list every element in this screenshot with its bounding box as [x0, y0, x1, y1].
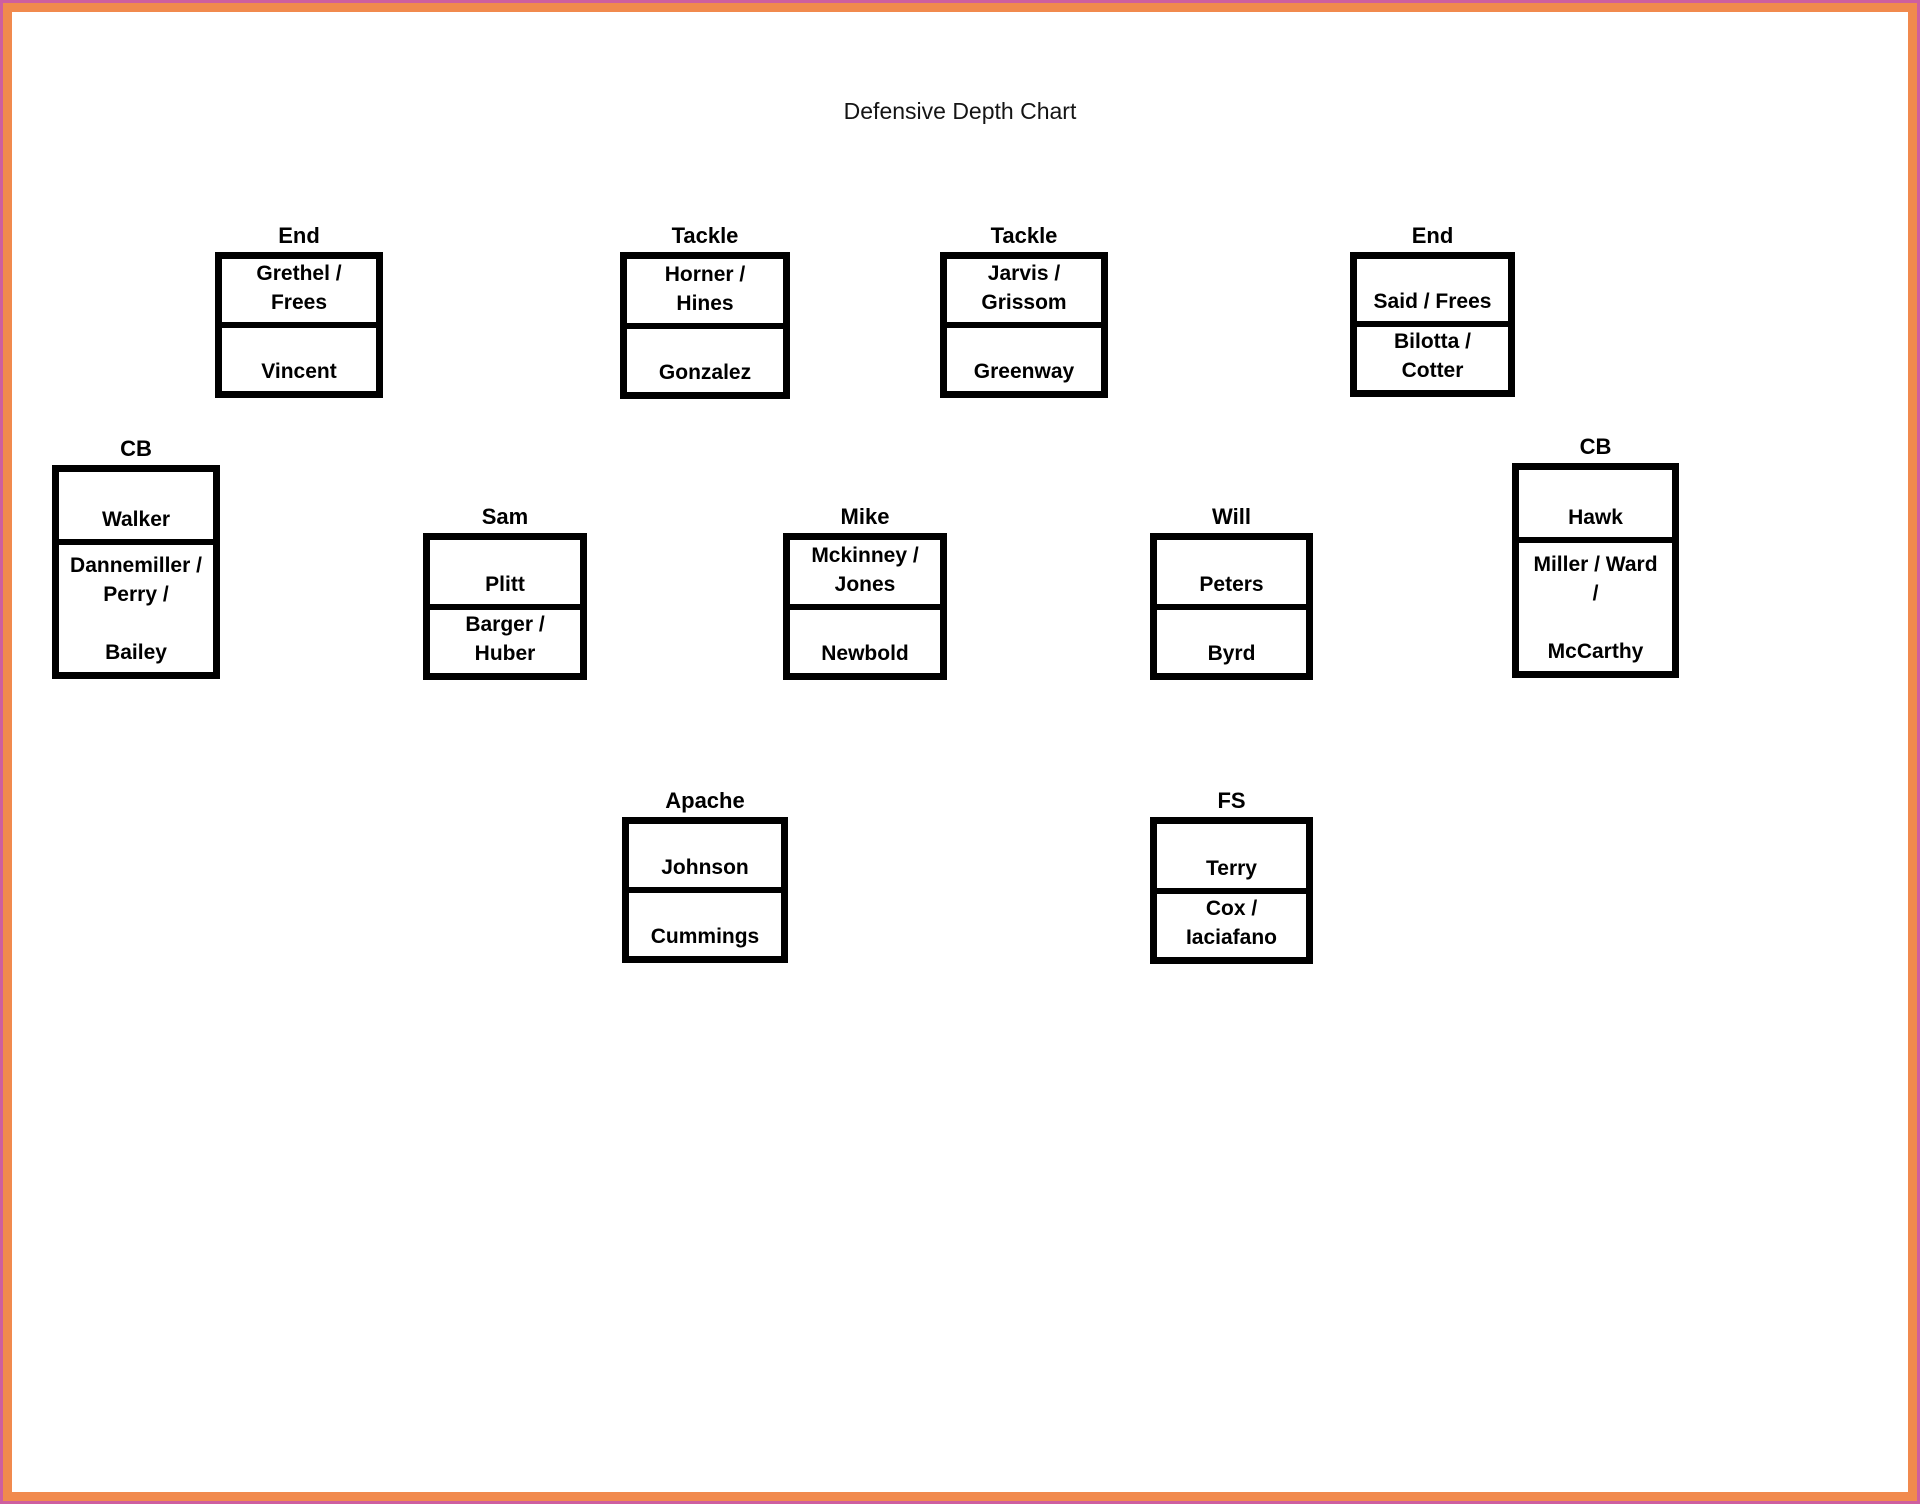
depth-box-apache: Apache Johnson Cummings — [622, 788, 788, 963]
player-name-line: Walker — [101, 508, 171, 531]
player-name-line: Barger / — [465, 613, 545, 636]
player-name-line: Said / Frees — [1373, 290, 1492, 313]
player-name-line: Cox / — [1205, 897, 1258, 920]
player-name-line: Peters — [1199, 572, 1264, 596]
player-name-line: Newbold — [821, 642, 909, 665]
player-name-line: Vincent — [261, 360, 337, 383]
depth-box-sam: Sam Plitt Barger / Huber — [423, 504, 587, 680]
player-name-line: Grethel / — [256, 262, 342, 285]
backup-cell: Cummings — [629, 887, 781, 956]
player-name-line: Miller / Ward — [1533, 553, 1658, 576]
player-name-line: Byrd — [1207, 642, 1256, 665]
position-label: Tackle — [671, 223, 739, 248]
starter-cell: Walker — [59, 472, 213, 539]
position-label: Sam — [481, 504, 529, 529]
backup-cell: Cox / Iaciafano — [1157, 887, 1306, 958]
player-name-line: Jones — [834, 572, 896, 596]
depth-box-mike: Mike Mckinney / Jones Newbold — [783, 504, 947, 680]
starter-cell: Johnson — [629, 824, 781, 887]
starter-cell: Jarvis / Grissom — [947, 259, 1101, 322]
depth-box-frame: Walker Dannemiller / Perry / Bailey — [52, 465, 220, 679]
depth-box-tackle-left: Tackle Horner / Hines Gonzalez — [620, 223, 790, 399]
starter-cell: Hawk — [1519, 470, 1672, 537]
player-name-line: Mckinney / — [811, 543, 919, 567]
backup-cell: Miller / Ward / McCarthy — [1519, 537, 1672, 671]
depth-box-cb-left: CB Walker Dannemiller / Perry / Bailey — [52, 436, 220, 679]
player-name-line: Greenway — [973, 360, 1075, 383]
player-name-line: Plitt — [485, 572, 525, 596]
player-name-line: Frees — [270, 291, 328, 314]
player-name-line: McCarthy — [1547, 640, 1644, 663]
backup-cell: Newbold — [790, 603, 940, 674]
starter-cell: Horner / Hines — [627, 259, 783, 323]
position-label: FS — [1217, 788, 1246, 813]
position-label: Will — [1212, 504, 1251, 529]
player-name-line: Cummings — [650, 925, 760, 948]
depth-box-end-left: End Grethel / Frees Vincent — [215, 223, 383, 398]
position-label: End — [278, 223, 320, 248]
player-name-line — [1593, 608, 1599, 637]
backup-cell: Byrd — [1157, 603, 1306, 674]
depth-box-frame: Johnson Cummings — [622, 817, 788, 963]
player-name-line: Grissom — [981, 291, 1067, 314]
depth-box-frame: Plitt Barger / Huber — [423, 533, 587, 680]
depth-box-end-right: End Said / Frees Bilotta / Cotter — [1350, 223, 1515, 397]
player-name-line: Johnson — [661, 856, 749, 879]
depth-box-tackle-right: Tackle Jarvis / Grissom Greenway — [940, 223, 1108, 398]
player-name-line: Terry — [1206, 856, 1257, 880]
depth-box-frame: Peters Byrd — [1150, 533, 1313, 680]
starter-cell: Terry — [1157, 824, 1306, 888]
depth-box-will: Will Peters Byrd — [1150, 504, 1313, 680]
player-name-line: Jarvis / — [987, 262, 1061, 285]
player-name-line: Horner / — [664, 262, 746, 286]
player-name-line: / — [1592, 582, 1599, 605]
backup-cell: Vincent — [222, 322, 376, 391]
depth-box-frame: Said / Frees Bilotta / Cotter — [1350, 252, 1515, 397]
depth-box-frame: Grethel / Frees Vincent — [215, 252, 383, 398]
backup-cell: Greenway — [947, 322, 1101, 391]
player-name-line — [133, 609, 139, 638]
player-name-line: Gonzalez — [658, 361, 752, 384]
player-name-line: Cotter — [1401, 359, 1464, 382]
depth-box-frame: Terry Cox / Iaciafano — [1150, 817, 1313, 964]
position-label: CB — [120, 436, 152, 461]
depth-box-cb-right: CB Hawk Miller / Ward / McCarthy — [1512, 434, 1679, 678]
player-name-line: Hines — [676, 291, 734, 315]
depth-box-frame: Mckinney / Jones Newbold — [783, 533, 947, 680]
position-label: Mike — [840, 504, 890, 529]
position-label: CB — [1579, 434, 1612, 459]
position-label: End — [1411, 223, 1454, 248]
player-name-line: Dannemiller / — [70, 554, 202, 577]
player-name-line: Bilotta / — [1394, 330, 1471, 353]
backup-cell: Bilotta / Cotter — [1357, 321, 1508, 390]
starter-cell: Plitt — [430, 540, 580, 604]
position-label: Apache — [665, 788, 745, 813]
page-title: Defensive Depth Chart — [843, 98, 1077, 124]
backup-cell: Barger / Huber — [430, 603, 580, 674]
depth-box-frame: Horner / Hines Gonzalez — [620, 252, 790, 399]
player-name-line: Hawk — [1568, 506, 1623, 529]
depth-box-frame: Jarvis / Grissom Greenway — [940, 252, 1108, 398]
depth-box-fs: FS Terry Cox / Iaciafano — [1150, 788, 1313, 964]
starter-cell: Mckinney / Jones — [790, 540, 940, 604]
starter-cell: Said / Frees — [1357, 259, 1508, 321]
starter-cell: Peters — [1157, 540, 1306, 604]
player-name-line: Bailey — [105, 641, 167, 664]
backup-cell: Dannemiller / Perry / Bailey — [59, 539, 213, 672]
player-name-line: Perry / — [103, 583, 169, 606]
backup-cell: Gonzalez — [627, 322, 783, 393]
starter-cell: Grethel / Frees — [222, 259, 376, 322]
player-name-line: Huber — [474, 642, 536, 665]
depth-box-frame: Hawk Miller / Ward / McCarthy — [1512, 463, 1679, 678]
player-name-line: Iaciafano — [1185, 926, 1278, 949]
position-label: Tackle — [990, 223, 1058, 248]
